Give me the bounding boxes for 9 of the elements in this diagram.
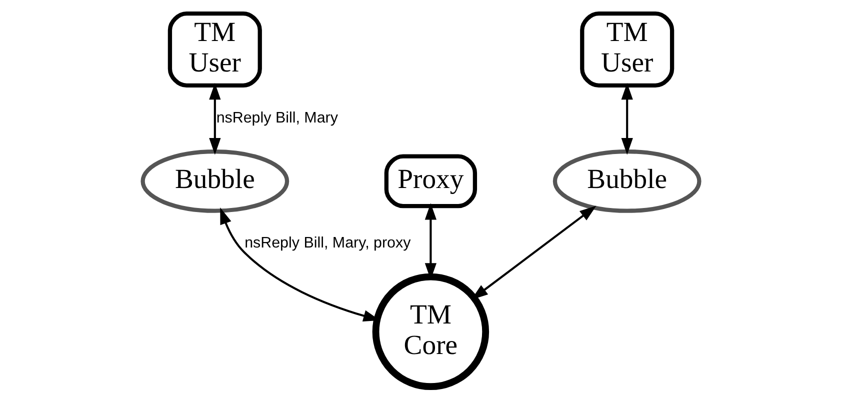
node-ellipse: Bubble [552, 149, 701, 213]
arrow [620, 82, 632, 155]
node-box: TM User [580, 11, 674, 88]
node-box: TM User [167, 11, 262, 88]
arrow [208, 82, 220, 155]
node-box: Proxy [384, 154, 477, 208]
edge-label: nsReply Bill, Mary, proxy [244, 234, 410, 252]
node-ellipse: Bubble [140, 149, 289, 213]
edge-label: nsReply Bill, Mary [216, 110, 338, 127]
